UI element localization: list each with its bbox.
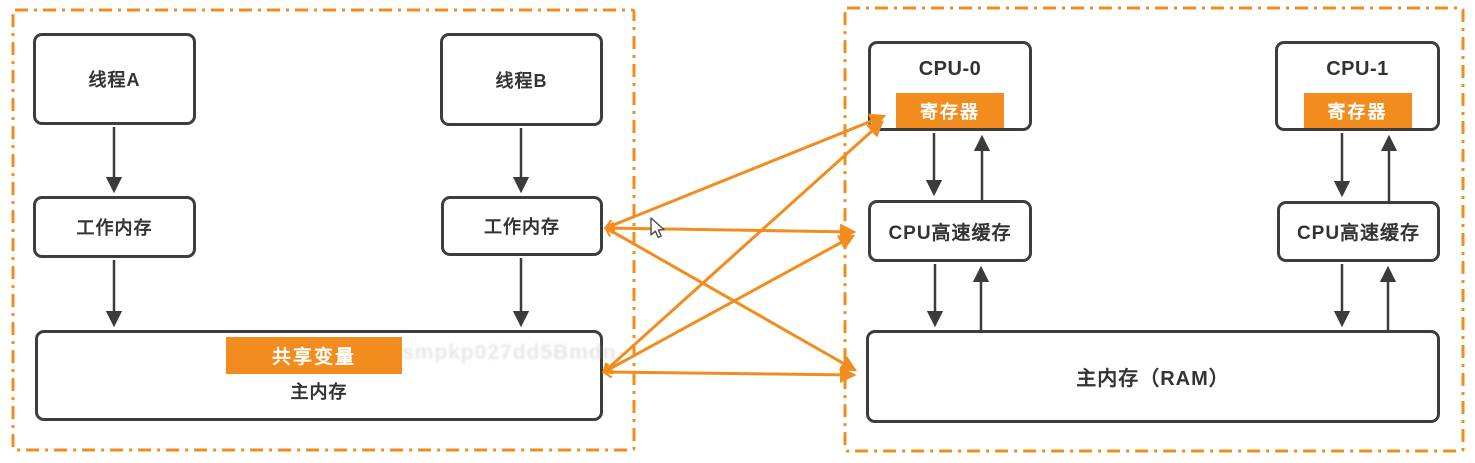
thread-b-label: 线程B	[495, 70, 548, 91]
cpu1-register-badge: 寄存器	[1303, 93, 1412, 128]
arrow-main-memory-to-cache	[604, 234, 853, 372]
thread-b-box: 线程B	[440, 33, 603, 126]
arrow-main-memory-to-register	[604, 122, 882, 372]
arrow-main-memory-to-ram	[604, 372, 854, 375]
working-memory-a-label: 工作内存	[76, 218, 153, 238]
mapping-arrows	[604, 116, 884, 375]
arrow-working-memory-to-ram	[606, 228, 855, 372]
cpu0-cache-label: CPU高速缓存	[888, 222, 1012, 244]
arrow-working-memory-to-register	[606, 116, 884, 228]
arrow-working-memory-to-cache	[606, 228, 854, 232]
thread-a-box: 线程A	[33, 33, 196, 125]
thread-a-label: 线程A	[88, 70, 141, 90]
shared-variable-badge: 共享变量	[226, 337, 402, 374]
cpu1-cache-label: CPU高速缓存	[1296, 223, 1421, 244]
working-memory-b-box: 工作内存	[441, 196, 603, 256]
ram-label: 主内存（RAM）	[1076, 368, 1230, 390]
mouse-cursor	[650, 217, 665, 239]
cpu0-cache-box: CPU高速缓存	[868, 200, 1032, 262]
main-memory-box: 共享变量 主内存	[35, 330, 603, 421]
cpu1-box: CPU-1 寄存器	[1275, 41, 1440, 131]
cpu0-box: CPU-0 寄存器	[868, 41, 1032, 131]
cpu1-cache-box: CPU高速缓存	[1277, 201, 1440, 262]
cpu0-title: CPU-0	[918, 58, 982, 80]
working-memory-a-box: 工作内存	[33, 196, 196, 258]
ram-box: 主内存（RAM）	[866, 330, 1440, 423]
main-memory-label: 主内存	[290, 382, 348, 402]
cpu0-register-badge: 寄存器	[896, 93, 1004, 128]
cpu1-title: CPU-1	[1326, 58, 1389, 80]
working-memory-b-label: 工作内存	[484, 217, 560, 237]
